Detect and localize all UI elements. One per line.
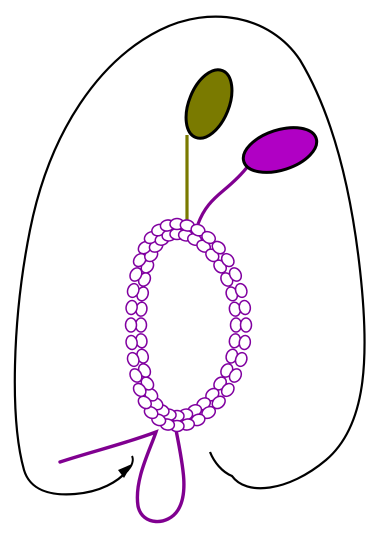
ring-stitch <box>126 318 137 332</box>
arrow-icon <box>118 464 132 478</box>
magenta-thread <box>198 166 248 224</box>
magenta-shuttle <box>238 119 323 181</box>
olive-shuttle <box>177 63 241 145</box>
ring-stitches <box>125 219 252 432</box>
ring-stitch <box>241 318 252 332</box>
outline-inner-right <box>210 452 232 476</box>
